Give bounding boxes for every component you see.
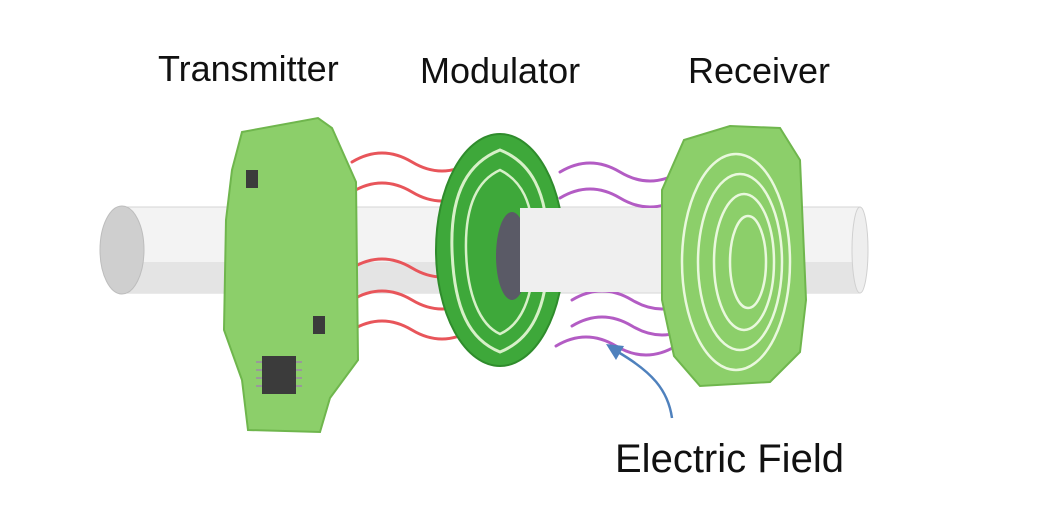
receiver-board	[661, 124, 808, 388]
receiver-label: Receiver	[688, 50, 831, 91]
transmitter-label: Transmitter	[158, 48, 339, 89]
chip-icon	[313, 316, 325, 334]
shaft-end-right	[851, 206, 869, 294]
electric-field-arrow-icon	[606, 344, 674, 419]
shaft-end-left	[99, 205, 145, 295]
transmitter-board	[222, 116, 360, 434]
chip-icon	[256, 356, 302, 394]
receiver-coils	[680, 152, 792, 372]
modulator-label: Modulator	[420, 50, 581, 91]
modulator-disc	[435, 133, 565, 367]
shaft-front	[520, 208, 680, 292]
chip-icon	[246, 170, 258, 188]
electric-field-label: Electric Field	[615, 437, 844, 481]
